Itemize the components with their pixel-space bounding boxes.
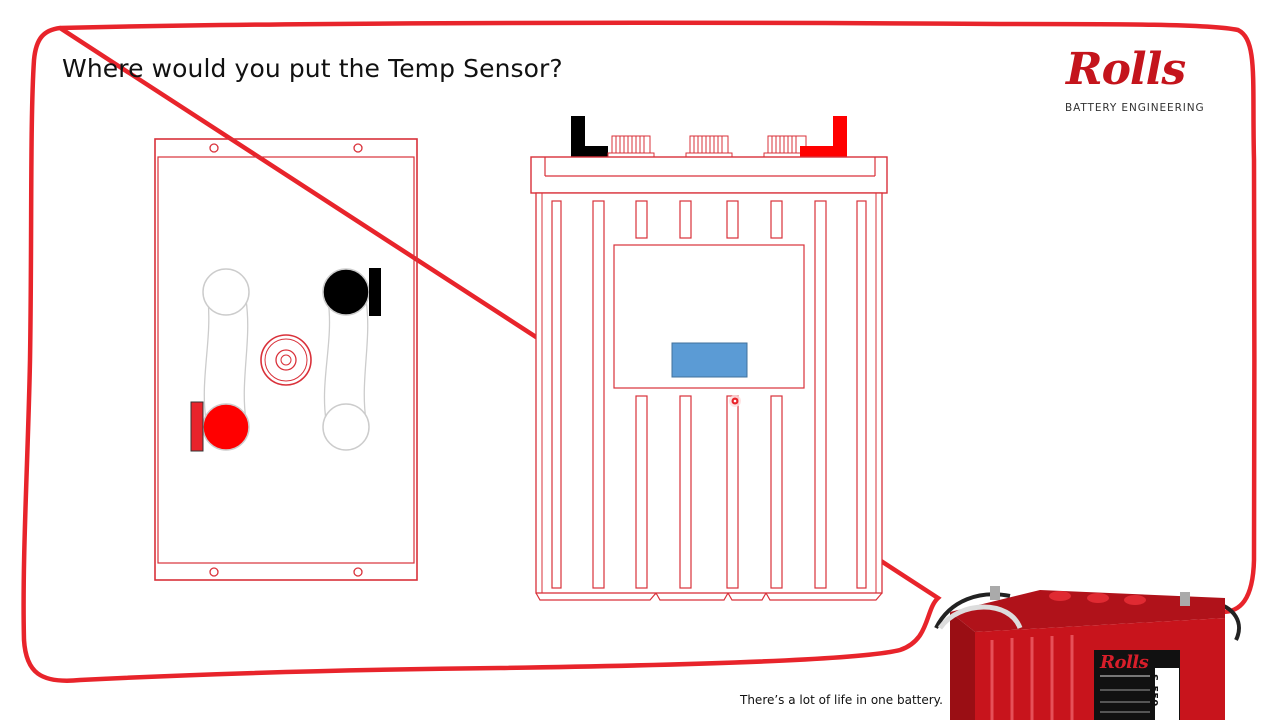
slide-tagline: There’s a lot of life in one battery.: [740, 693, 943, 707]
negative-terminal-tab: [369, 268, 381, 316]
right-lower-post: [322, 403, 370, 451]
bottom-mount-hole-right: [353, 567, 363, 577]
side-vent-cap-left: [607, 135, 655, 159]
positive-terminal-tab: [190, 401, 204, 452]
photo-label-model-box: [1155, 668, 1179, 720]
top-view-outer-frame: [154, 138, 418, 581]
left-cell-strap: [203, 299, 249, 421]
right-cell-strap: [323, 299, 369, 421]
blue-sensor-block-icon[interactable]: [671, 342, 748, 378]
full-height-ribs: [551, 200, 867, 589]
red-dot-marker-icon[interactable]: [729, 395, 741, 407]
black-circle-terminal-icon: [322, 268, 370, 316]
photo-carry-handle: [937, 604, 1023, 630]
top-mount-hole-left: [209, 143, 219, 153]
battery-top-view: [154, 138, 418, 581]
photo-battery-side: [950, 612, 975, 720]
upper-short-ribs: [635, 200, 783, 239]
negative-l-terminal: [571, 116, 608, 157]
photo-cap-2: [1124, 595, 1146, 605]
brand-logo-subtitle: BATTERY ENGINEERING: [1065, 102, 1205, 114]
top-view-inner-frame: [157, 156, 415, 564]
photo-battery-ribs: [990, 635, 1074, 720]
battery-side-view: [530, 116, 888, 601]
red-circle-terminal-icon: [202, 403, 250, 451]
vent-cap-icon: [260, 334, 312, 386]
side-view-lid: [530, 156, 888, 194]
photo-cap-3: [1049, 591, 1071, 601]
slide-title: Where would you put the Temp Sensor?: [62, 54, 563, 83]
border-cable: [21, 20, 1257, 683]
bottom-mount-hole-left: [209, 567, 219, 577]
positive-l-terminal-front: [800, 146, 847, 157]
body-feet: [535, 592, 883, 601]
side-vent-cap-right: [763, 135, 811, 159]
brand-logo-script: Rolls: [1066, 44, 1186, 95]
photo-battery-model: S-550: [1148, 674, 1159, 707]
lower-ribs: [635, 395, 783, 589]
photo-battery-brand: Rolls: [1100, 652, 1149, 673]
photo-terminal-left: [990, 586, 1000, 600]
top-mount-hole-right: [353, 143, 363, 153]
battery-product-photo: [934, 586, 1241, 720]
brand-logo: Rolls BATTERY ENGINEERING: [1060, 44, 1225, 118]
photo-terminal-right: [1180, 592, 1190, 606]
photo-cable-left: [934, 592, 1011, 629]
left-upper-post: [202, 268, 250, 316]
side-vent-cap-middle: [685, 135, 733, 159]
photo-cap-1: [1087, 593, 1109, 603]
